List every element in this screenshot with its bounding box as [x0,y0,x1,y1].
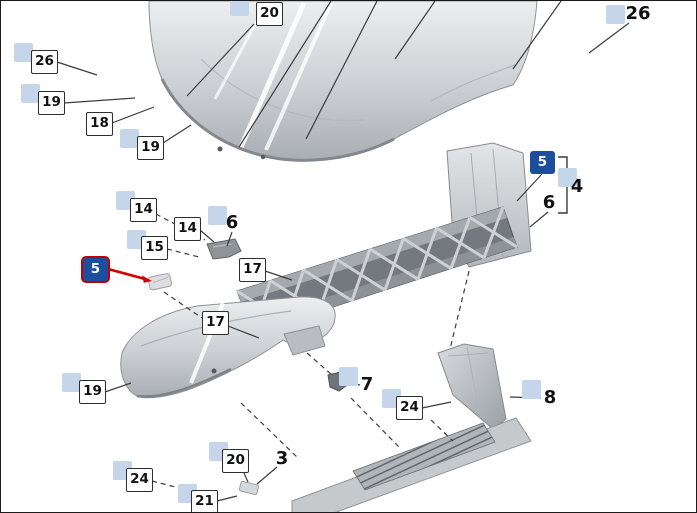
hotspot-highlight-square[interactable] [522,380,541,399]
part-callout-24[interactable]: 24 [396,396,423,420]
lower-diffuser [291,417,532,512]
corner-trim-piece [437,343,507,430]
hotspot-highlight-square[interactable] [120,129,139,148]
part-callout-8[interactable]: 8 [543,387,557,408]
hotspot-highlight-square[interactable] [558,168,577,187]
part-callout-19[interactable]: 19 [79,380,106,404]
upper-bumper-fascia [148,1,538,162]
clip-part-3 [238,480,260,496]
part-callout-24[interactable]: 24 [126,468,153,492]
part-callout-20[interactable]: 20 [222,449,249,473]
hotspot-highlight-square[interactable] [62,373,81,392]
part-callout-5-selected[interactable]: 5 [83,258,108,281]
part-callout-20[interactable]: 20 [256,2,283,26]
part-callout-7[interactable]: 7 [360,374,374,395]
clip-part-5 [147,273,172,291]
leader-lines [56,1,630,502]
part-callout-26[interactable]: 26 [31,50,58,74]
red-pointer-arrow [107,267,152,283]
part-callout-21[interactable]: 21 [191,490,218,512]
hotspot-highlight-square[interactable] [339,367,358,386]
part-callout-17[interactable]: 17 [202,311,229,335]
part-callout-3[interactable]: 3 [275,448,289,469]
part-callout-14[interactable]: 14 [130,198,157,222]
part-callout-18[interactable]: 18 [86,112,113,136]
part-callout-14[interactable]: 14 [174,217,201,241]
part-callout-6[interactable]: 6 [225,212,239,233]
part-callout-15[interactable]: 15 [141,236,168,260]
hotspot-highlight-square[interactable] [606,5,625,24]
hotspot-highlight-square[interactable] [14,43,33,62]
part-callout-19[interactable]: 19 [38,91,65,115]
hotspot-highlight-square[interactable] [208,206,227,225]
part-callout-4[interactable]: 4 [570,176,584,197]
part-callout-5-selected[interactable]: 5 [530,151,555,174]
part-callout-19[interactable]: 19 [137,136,164,160]
part-callout-6[interactable]: 6 [542,192,556,213]
hotspot-highlight-square[interactable] [21,84,40,103]
part-callout-26[interactable]: 26 [625,3,651,24]
part-callout-17[interactable]: 17 [239,258,266,282]
hotspot-highlight-square[interactable] [230,1,249,16]
